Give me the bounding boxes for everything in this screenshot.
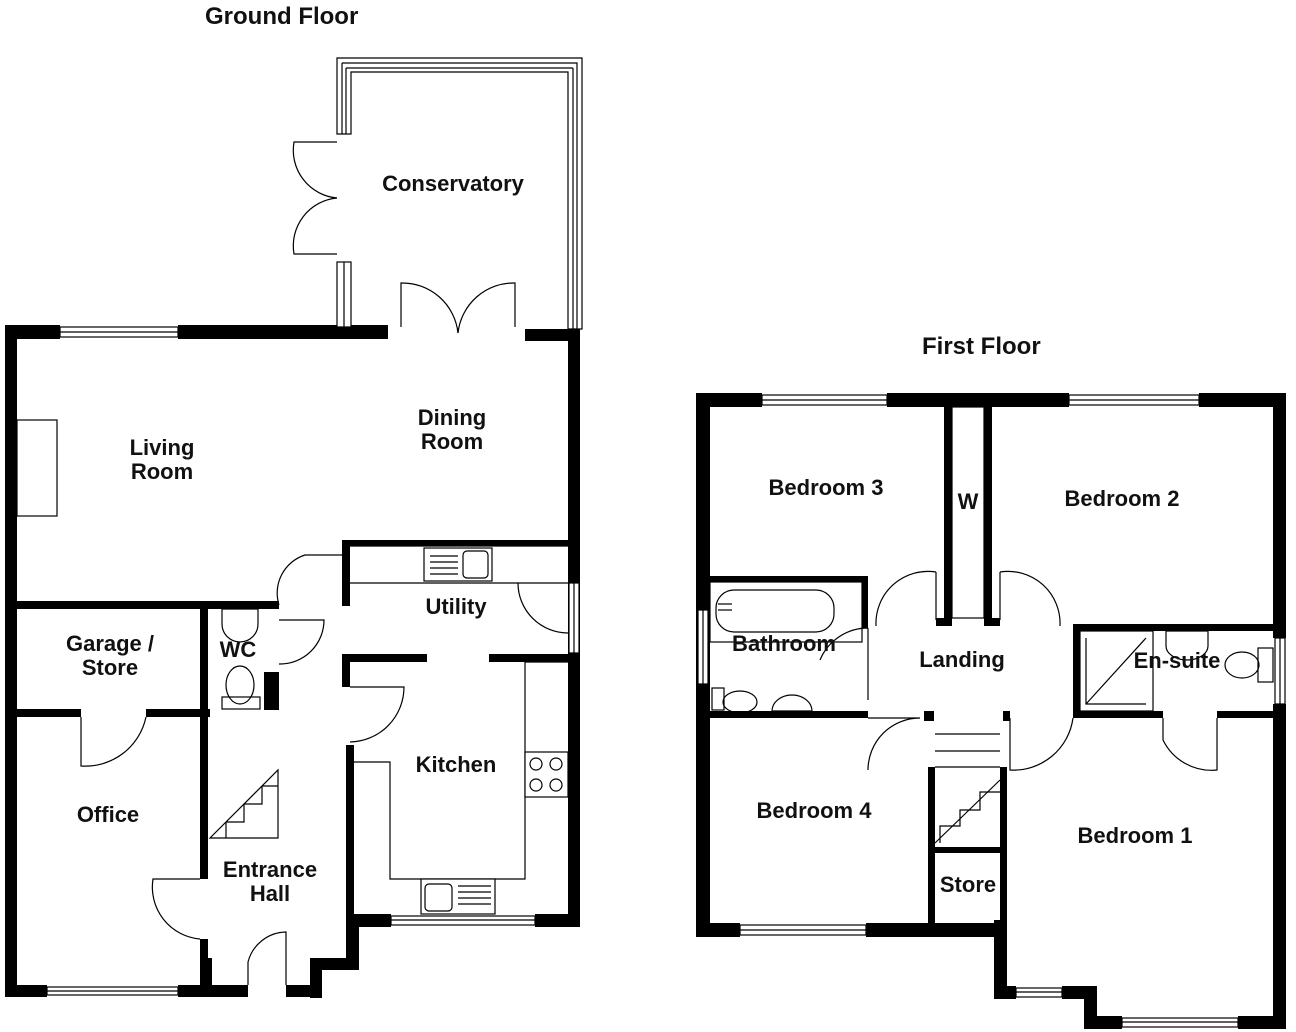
room-label-bedroom-2: Bedroom 2	[1064, 486, 1180, 511]
ground-floor-fixtures	[208, 545, 569, 915]
ground-floor-walls	[5, 325, 580, 998]
ground-floor-windows	[16, 57, 583, 996]
room-label-kitchen: Kitchen	[415, 752, 497, 777]
room-label-living-room: Living Room	[129, 435, 195, 484]
room-label-bedroom-3: Bedroom 3	[768, 475, 884, 500]
ground-floor-doors	[80, 141, 569, 985]
room-label-office: Office	[76, 802, 140, 827]
room-label-en-suite: En-suite	[1133, 648, 1221, 673]
room-label-entrance-hall: Entrance Hall	[222, 857, 318, 906]
ground-floor-title: Ground Floor	[205, 3, 359, 30]
room-label-wc: WC	[219, 637, 257, 662]
room-label-landing: Landing	[919, 647, 1005, 672]
first-floor-walls	[696, 393, 1286, 1029]
room-label-dining-room: Dining Room	[417, 405, 487, 454]
first-floor-windows	[697, 394, 1286, 1028]
room-label-store: Store	[939, 872, 997, 897]
room-label-conservatory: Conservatory	[382, 171, 524, 196]
room-label-bedroom-1: Bedroom 1	[1077, 823, 1193, 848]
room-label-garage-store: Garage / Store	[65, 631, 155, 680]
room-label-wardrobe: W	[957, 489, 979, 514]
room-label-utility: Utility	[425, 594, 487, 619]
first-floor-fixtures	[709, 406, 1274, 844]
room-label-bedroom-4: Bedroom 4	[756, 798, 872, 823]
first-floor-title: First Floor	[922, 333, 1041, 360]
room-label-bathroom: Bathroom	[732, 631, 836, 656]
